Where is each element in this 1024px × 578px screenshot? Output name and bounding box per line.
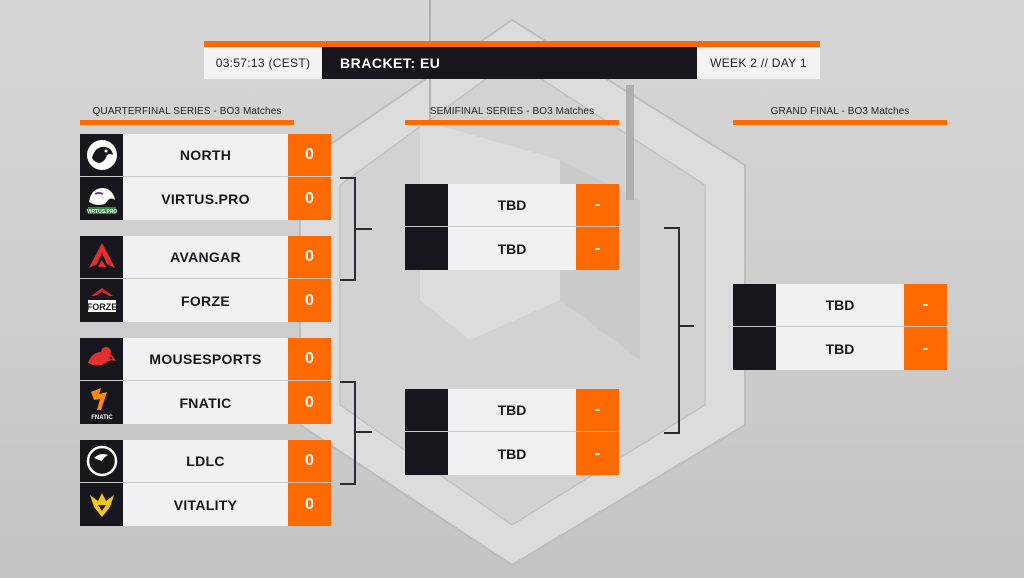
team-name: TBD (448, 389, 576, 431)
qf1-team1-row[interactable]: NORTH 0 (80, 134, 331, 177)
connector-line (340, 177, 355, 179)
qf2-team1-row[interactable]: AVANGAR 0 (80, 236, 331, 279)
virtuspro-bear-icon: VIRTUS.PRO (80, 177, 123, 220)
sf2-team1-row[interactable]: TBD - (405, 389, 619, 432)
ldlc-horse-icon (80, 440, 123, 482)
forze-logo-icon: FORZE (80, 279, 123, 322)
team-name: MOUSESPORTS (123, 338, 288, 380)
vitality-wasp-icon (80, 483, 123, 526)
team-name: TBD (448, 184, 576, 226)
week-day-label: WEEK 2 // DAY 1 (710, 56, 807, 70)
team-score: 0 (288, 279, 331, 322)
team-score: 0 (288, 381, 331, 424)
connector-line (354, 431, 372, 433)
team-name: VIRTUS.PRO (123, 177, 288, 220)
team-logo-placeholder (733, 284, 776, 326)
team-logo-placeholder (405, 389, 448, 431)
team-name: FORZE (123, 279, 288, 322)
bracket-title: BRACKET: EU (322, 47, 697, 79)
sf1-team2-row[interactable]: TBD - (405, 227, 619, 270)
connector-line (678, 227, 680, 434)
team-score: - (576, 184, 619, 226)
team-name: VITALITY (123, 483, 288, 526)
connector-line (354, 228, 372, 230)
qf4-team1-row[interactable]: LDLC 0 (80, 440, 331, 483)
team-name: NORTH (123, 134, 288, 176)
gf-team1-row[interactable]: TBD - (733, 284, 947, 327)
team-name: TBD (776, 327, 904, 370)
team-score: - (576, 432, 619, 475)
team-score: - (576, 227, 619, 270)
sf2-team2-row[interactable]: TBD - (405, 432, 619, 475)
sf1-team1-row[interactable]: TBD - (405, 184, 619, 227)
connector-line (678, 325, 694, 327)
fnatic-logo-text: FNATIC (91, 415, 113, 421)
gf-team2-row[interactable]: TBD - (733, 327, 947, 370)
team-name: TBD (448, 432, 576, 475)
grand-final-title: GRAND FINAL - BO3 Matches (733, 106, 947, 125)
team-score: 0 (288, 134, 331, 176)
team-logo-placeholder (405, 432, 448, 475)
connector-line (664, 227, 679, 229)
team-score: - (904, 284, 947, 326)
qf1-team2-row[interactable]: VIRTUS.PRO VIRTUS.PRO 0 (80, 177, 331, 220)
team-name: LDLC (123, 440, 288, 482)
connector-line (664, 432, 679, 434)
north-bear-icon (80, 134, 123, 176)
clock-time: 03:57:13 (CEST) (215, 56, 311, 70)
bracket-header: 03:57:13 (CEST) BRACKET: EU WEEK 2 // DA… (204, 41, 820, 79)
team-logo-placeholder (405, 184, 448, 226)
team-name: TBD (448, 227, 576, 270)
connector-line (340, 381, 355, 383)
forze-logo-text: FORZE (86, 302, 117, 312)
fnatic-logo-icon: FNATIC (80, 381, 123, 424)
avangar-logo-icon (80, 236, 123, 278)
connector-line (340, 279, 355, 281)
qf3-team2-row[interactable]: FNATIC FNATIC 0 (80, 381, 331, 424)
team-name: TBD (776, 284, 904, 326)
mousesports-mouse-icon (80, 338, 123, 380)
qf2-team2-row[interactable]: FORZE FORZE 0 (80, 279, 331, 322)
team-score: - (576, 389, 619, 431)
team-score: 0 (288, 483, 331, 526)
team-logo-placeholder (405, 227, 448, 270)
team-name: FNATIC (123, 381, 288, 424)
team-score: 0 (288, 440, 331, 482)
qf3-team1-row[interactable]: MOUSESPORTS 0 (80, 338, 331, 381)
virtuspro-logo-text: VIRTUS.PRO (86, 209, 117, 215)
team-score: 0 (288, 338, 331, 380)
team-score: - (904, 327, 947, 370)
semifinal-title: SEMIFINAL SERIES - BO3 Matches (405, 106, 619, 125)
qf4-team2-row[interactable]: VITALITY 0 (80, 483, 331, 526)
team-score: 0 (288, 236, 331, 278)
team-logo-placeholder (733, 327, 776, 370)
quarterfinal-title: QUARTERFINAL SERIES - BO3 Matches (80, 106, 294, 125)
connector-line (354, 381, 356, 485)
team-name: AVANGAR (123, 236, 288, 278)
connector-line (340, 483, 355, 485)
team-score: 0 (288, 177, 331, 220)
